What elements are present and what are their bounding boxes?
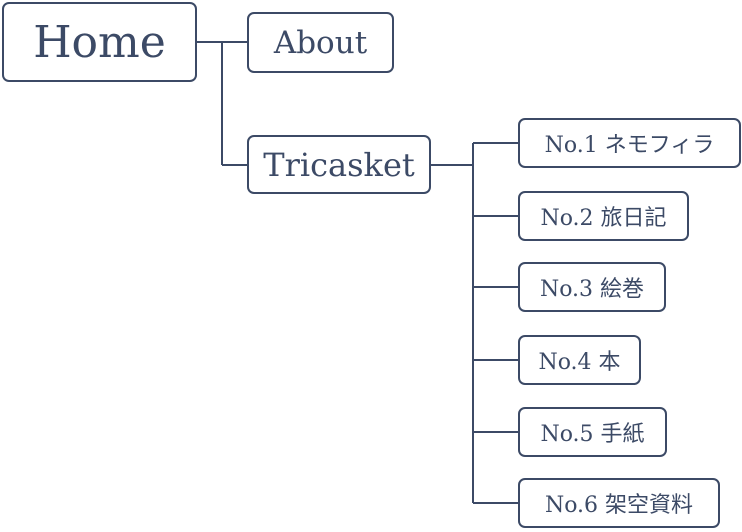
node-tricasket-item[interactable]: No.4 本 — [518, 335, 641, 385]
node-home[interactable]: Home — [2, 2, 197, 82]
node-about[interactable]: About — [247, 12, 394, 73]
node-tricasket[interactable]: Tricasket — [247, 135, 431, 194]
node-tricasket-item[interactable]: No.6 架空資料 — [518, 478, 720, 528]
node-tricasket-item[interactable]: No.3 絵巻 — [518, 262, 666, 312]
node-tricasket-item[interactable]: No.5 手紙 — [518, 407, 667, 457]
node-tricasket-item[interactable]: No.2 旅日記 — [518, 191, 689, 241]
node-tricasket-item[interactable]: No.1 ネモフィラ — [518, 118, 741, 168]
